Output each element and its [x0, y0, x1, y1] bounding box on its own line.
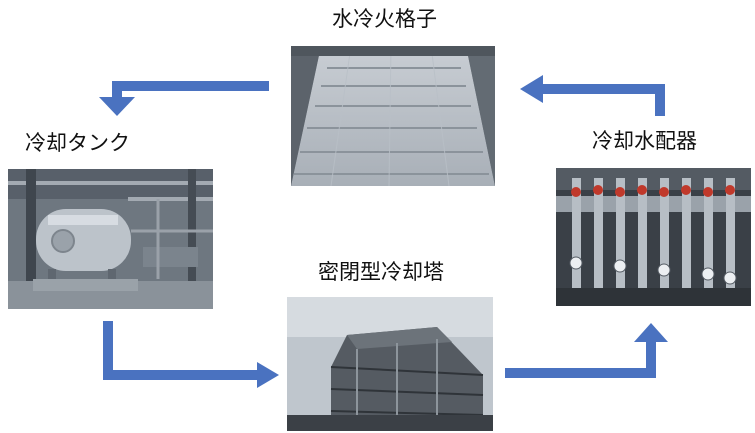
tower-label: 密閉型冷却塔: [318, 260, 444, 284]
arrow-tower-to-distributor: [505, 323, 668, 378]
cooling-water-distributor-photo: [556, 168, 751, 306]
tank-label: 冷却タンク: [25, 131, 130, 155]
water-cooled-grate-photo: [291, 46, 495, 186]
arrow-tank-to-tower: [103, 321, 279, 388]
closed-cooling-tower-photo: [287, 297, 493, 431]
arrow-distributor-to-grate: [520, 75, 665, 116]
arrow-grate-to-tank: [99, 81, 269, 116]
cooling-tank-photo: [8, 169, 213, 309]
grate-label: 水冷火格子: [332, 7, 437, 31]
distributor-label: 冷却水配器: [592, 129, 697, 153]
